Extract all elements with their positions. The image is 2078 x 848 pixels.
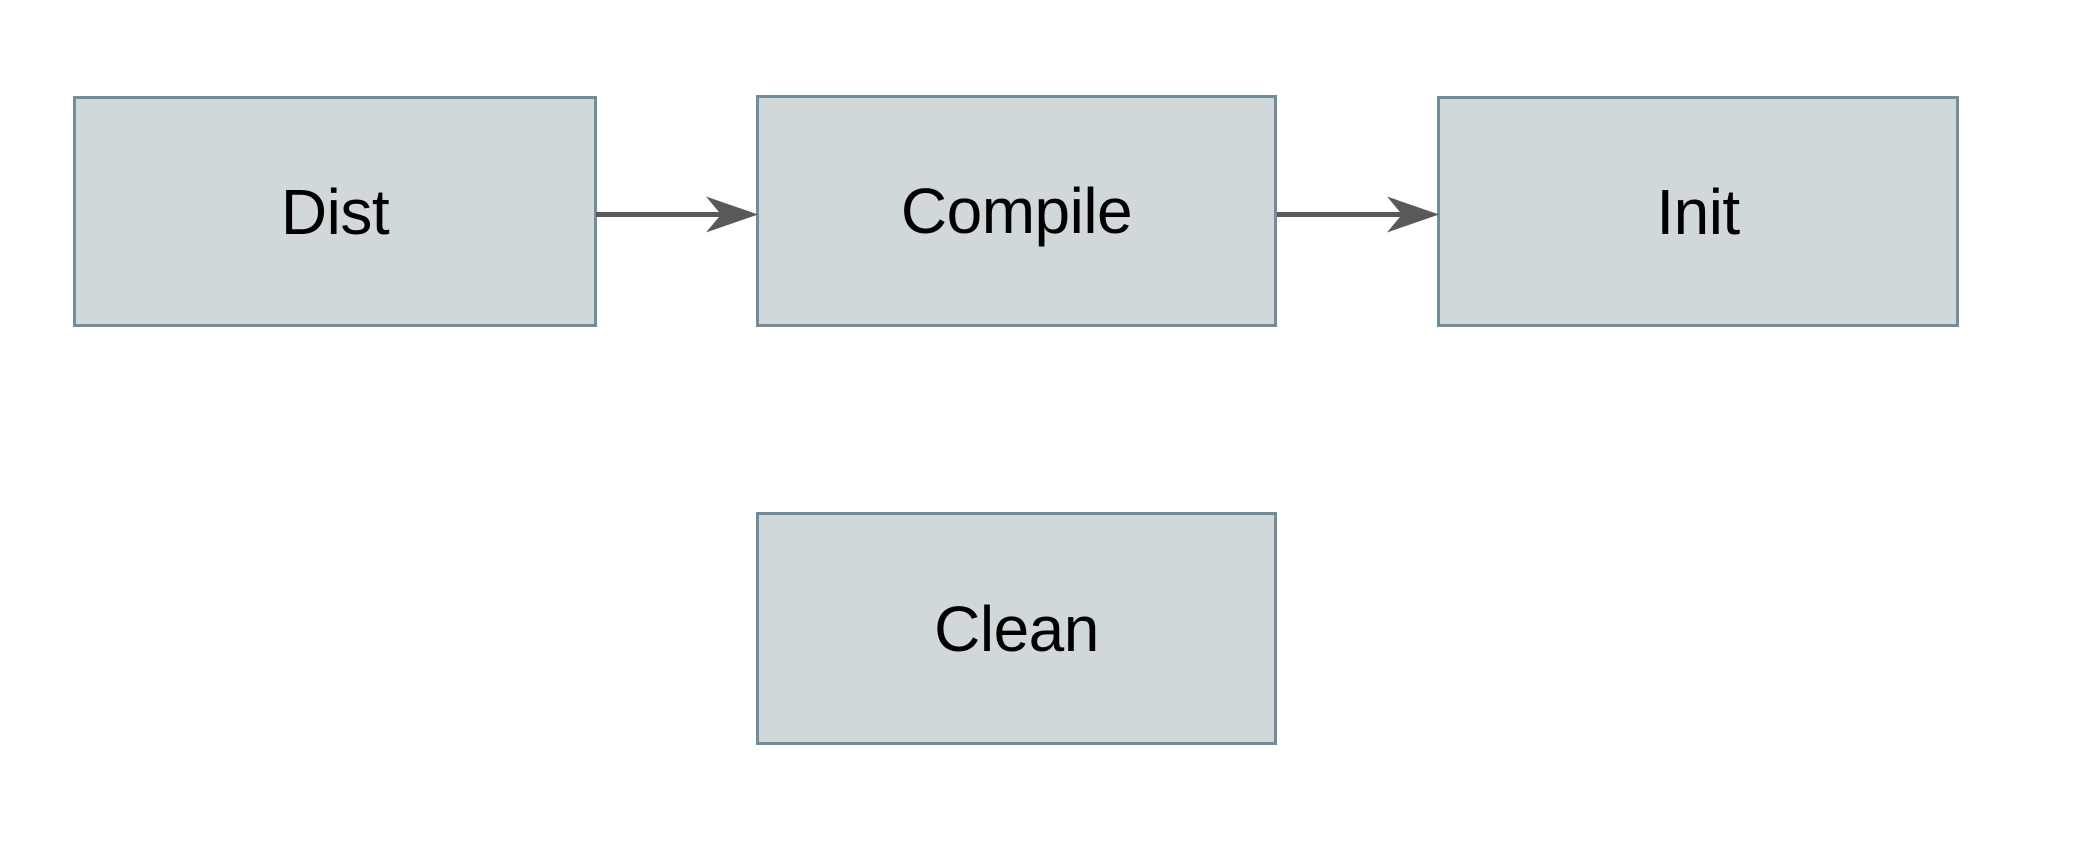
node-init-label: Init	[1656, 175, 1740, 248]
node-dist[interactable]: Dist	[73, 96, 597, 327]
node-compile-label: Compile	[900, 175, 1133, 247]
node-clean-label: Clean	[934, 592, 1099, 665]
node-clean[interactable]: Clean	[756, 512, 1277, 745]
node-dist-label: Dist	[280, 175, 390, 248]
barbed-arrow-icon	[1387, 196, 1439, 233]
edge-dist-to-compile[interactable]	[596, 196, 758, 236]
node-init[interactable]: Init	[1437, 96, 1959, 327]
edge-compile-to-init[interactable]	[1277, 196, 1439, 236]
node-compile[interactable]: Compile	[756, 95, 1277, 327]
barbed-arrow-icon	[706, 196, 758, 233]
